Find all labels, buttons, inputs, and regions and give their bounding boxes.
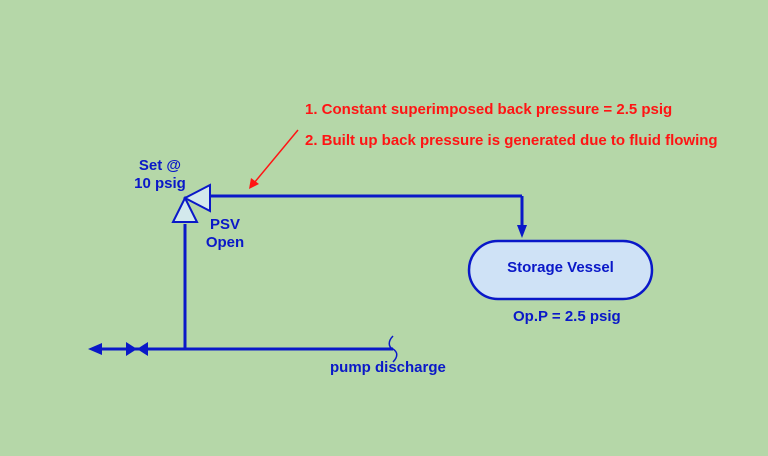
storage-vessel-label: Storage Vessel — [507, 259, 614, 276]
psv-outlet-triangle — [182, 183, 211, 213]
annotation-arrow-line — [253, 129, 299, 184]
pump-discharge-label: pump discharge — [330, 359, 446, 376]
annotation-arrow-head — [249, 178, 259, 189]
psv-set-pressure: Set @ 10 psig — [128, 157, 192, 193]
flow-arrow-icon — [88, 343, 102, 355]
psv-set-line1: Set @ — [138, 157, 182, 174]
flow-arrow-icon — [517, 225, 527, 238]
storage-vessel — [467, 239, 654, 301]
psv-label: PSV Open — [200, 216, 250, 252]
relief-valve-icon — [171, 183, 211, 223]
gate-valve-icon — [126, 342, 148, 356]
psv-name: PSV — [209, 216, 240, 233]
psv-inlet-triangle — [171, 195, 199, 223]
note-superimposed-back-pressure: 1. Constant superimposed back pressure =… — [305, 101, 673, 118]
note-built-up-back-pressure: 2. Built up back pressure is generated d… — [305, 132, 718, 149]
pipe-break-icon — [388, 335, 398, 363]
vessel-operating-pressure: Op.P = 2.5 psig — [513, 308, 621, 325]
psv-set-line2: 10 psig — [134, 175, 186, 192]
psv-state: Open — [205, 234, 245, 251]
